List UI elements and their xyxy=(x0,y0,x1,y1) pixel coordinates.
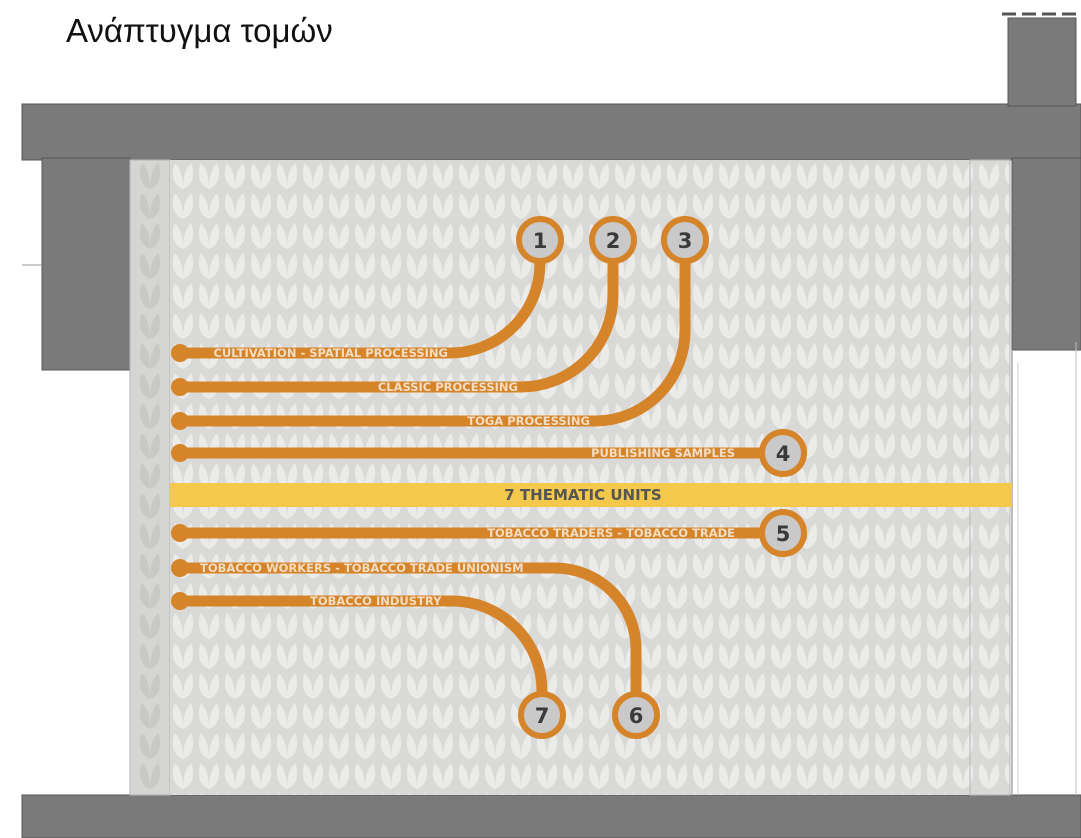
building-section xyxy=(21,12,1081,838)
unit-node-1: 1 xyxy=(516,216,564,264)
route-line-7 xyxy=(174,595,548,706)
knit-panel xyxy=(170,160,970,795)
route-line-1 xyxy=(174,252,546,359)
unit-node-5: 5 xyxy=(759,509,807,557)
route-lines xyxy=(174,252,766,706)
top-slab xyxy=(21,103,1081,161)
left-braid-strip xyxy=(129,159,171,796)
thematic-units-banner: 7 THEMATIC UNITS xyxy=(170,483,1012,507)
right-beam xyxy=(1011,157,1081,351)
route-start-dot xyxy=(171,412,189,430)
unit-node-number: 3 xyxy=(678,229,693,253)
route-label-6: TOBACCO WORKERS - TOBACCO TRADE UNIONISM xyxy=(200,561,524,575)
floor-slab xyxy=(21,794,1081,838)
route-start-dots xyxy=(171,344,189,610)
route-label-5: TOBACCO TRADERS - TOBACCO TRADE xyxy=(487,526,735,540)
unit-node-2: 2 xyxy=(589,216,637,264)
unit-node-number: 6 xyxy=(629,704,644,728)
route-start-dot xyxy=(171,592,189,610)
unit-node-number: 1 xyxy=(533,229,548,253)
unit-node-6: 6 xyxy=(612,691,660,739)
unit-node-3: 3 xyxy=(661,216,709,264)
route-line-3 xyxy=(174,252,691,427)
unit-node-number: 4 xyxy=(776,442,791,466)
unit-node-number: 7 xyxy=(535,704,550,728)
unit-node-number: 2 xyxy=(606,229,621,253)
route-start-dot xyxy=(171,444,189,462)
unit-node-4: 4 xyxy=(759,429,807,477)
unit-node-7: 7 xyxy=(518,691,566,739)
route-start-dot xyxy=(171,524,189,542)
right-knit-strip xyxy=(969,159,1011,796)
route-label-3: TOGA PROCESSING xyxy=(467,414,590,428)
route-start-dot xyxy=(171,378,189,396)
unit-node-number: 5 xyxy=(776,522,791,546)
route-start-dot xyxy=(171,559,189,577)
route-label-4: PUBLISHING SAMPLES xyxy=(591,446,735,460)
route-label-1: CULTIVATION - SPATIAL PROCESSING xyxy=(213,346,448,360)
page-title: Ανάπτυγμα τομών xyxy=(66,12,333,49)
right-column xyxy=(1007,17,1077,107)
left-beam xyxy=(41,157,131,371)
route-start-dot xyxy=(171,344,189,362)
route-label-2: CLASSIC PROCESSING xyxy=(378,380,518,394)
route-line-2 xyxy=(174,252,619,393)
route-label-7: TOBACCO INDUSTRY xyxy=(310,594,442,608)
route-line-6 xyxy=(174,562,642,706)
banner-label: 7 THEMATIC UNITS xyxy=(504,486,661,504)
